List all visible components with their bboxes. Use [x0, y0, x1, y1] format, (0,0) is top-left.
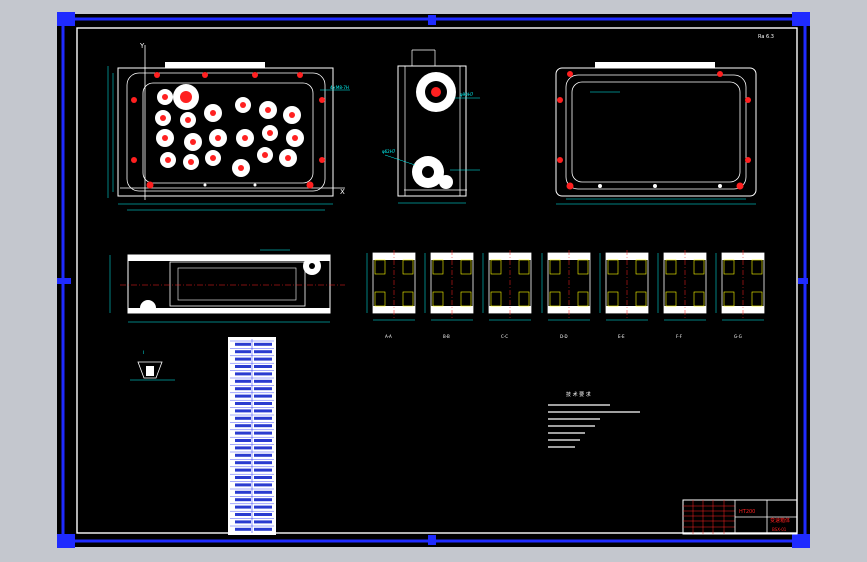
section-view: E-E	[599, 250, 649, 339]
section-label: F-F	[676, 334, 683, 339]
hole-coordinate-table	[228, 337, 276, 535]
side-view: φ90H7 φ62H7	[382, 49, 480, 204]
section-view: C-C	[482, 250, 532, 339]
gear-bores	[155, 84, 304, 177]
section-label: D-D	[560, 334, 568, 339]
drawing-border	[76, 27, 798, 534]
roughness-note: Ra 6.3	[758, 34, 774, 40]
rear-view	[555, 62, 757, 205]
section-view: B-B	[424, 250, 474, 339]
section-label: G-G	[734, 334, 742, 339]
section-view: A-A	[366, 250, 416, 339]
x-axis-label: X	[340, 188, 345, 196]
section-view: D-D	[541, 250, 591, 339]
section-label: C-C	[501, 334, 508, 339]
title-part-name: 变速箱体	[770, 517, 790, 524]
top-view	[109, 249, 345, 323]
detail-view: I	[130, 350, 175, 381]
y-axis-label: Y	[139, 42, 145, 50]
svg-text:4×M8-7H: 4×M8-7H	[330, 85, 349, 90]
notes-title: 技 术 要 求	[566, 391, 591, 398]
svg-text:φ62H7: φ62H7	[382, 149, 396, 154]
section-views: A-A B-B C-C D-D E-E F-F G-G	[366, 250, 765, 339]
section-label: B-B	[443, 334, 450, 339]
section-view: F-F	[657, 250, 707, 339]
section-view: G-G	[715, 250, 765, 339]
section-label: A-A	[385, 334, 392, 339]
technical-requirements: 技 术 要 求	[548, 391, 640, 448]
section-label: E-E	[618, 334, 625, 339]
title-material: HT200	[739, 509, 755, 515]
title-block: HT200 变速箱体 BSX-01	[682, 499, 798, 535]
svg-text:φ90H7: φ90H7	[460, 92, 474, 97]
frame-grips[interactable]	[57, 12, 810, 548]
front-view: Y X 4×M8-7H	[107, 42, 350, 211]
title-drawing-no: BSX-01	[772, 527, 787, 532]
svg-text:I: I	[143, 350, 144, 355]
